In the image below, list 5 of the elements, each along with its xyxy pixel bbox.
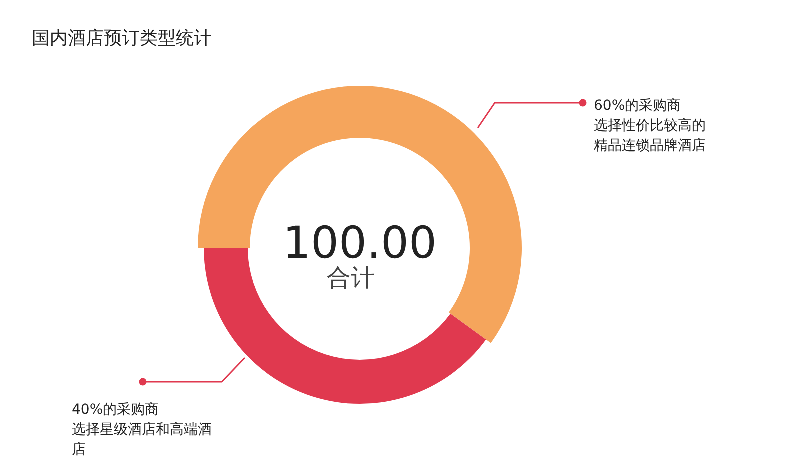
chart-title: 国内酒店预订类型统计 xyxy=(32,27,212,50)
leader-line xyxy=(139,357,246,386)
callout-text: 40%的采购商选择星级酒店和高端酒店 xyxy=(72,400,216,460)
leader-line xyxy=(477,99,587,128)
callout-text: 60%的采购商选择性价比较高的精品连锁品牌酒店 xyxy=(594,96,710,156)
